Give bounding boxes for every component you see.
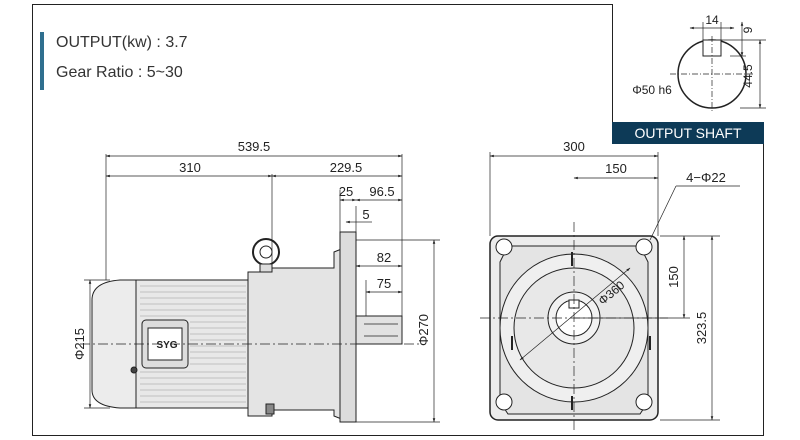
brand-logo: SYG: [156, 340, 177, 351]
mount-hole-tl: [495, 238, 513, 256]
reducer-flange: [339, 231, 357, 423]
spec-gear-ratio: Gear Ratio : 5~30: [56, 64, 183, 81]
shaft-height: 44.5: [741, 64, 755, 88]
dim-center-height: 323.5: [694, 312, 709, 345]
shaft-diameter: Φ50 h6: [632, 83, 672, 97]
front-view: [480, 152, 740, 430]
dim-overall-length: 539.5: [238, 139, 271, 154]
spec-accent-bar: [40, 32, 44, 90]
dim-offset: 5: [362, 207, 369, 222]
dim-front-vert-half: 150: [666, 266, 681, 288]
dim-shaft-length: 82: [377, 250, 391, 265]
motor-fins: [140, 285, 246, 403]
mount-hole-br: [635, 393, 653, 411]
dim-front-half-width: 150: [605, 161, 627, 176]
output-shaft-side: [355, 315, 403, 345]
dim-reducer-length: 229.5: [330, 160, 363, 175]
dim-key-length: 75: [377, 276, 391, 291]
dim-flange-diameter: Φ270: [416, 314, 431, 346]
mount-hole-tr: [635, 238, 653, 256]
output-shaft-title: OUTPUT SHAFT: [612, 122, 764, 144]
dim-shaft-ext: 96.5: [369, 184, 394, 199]
drain-plug: [130, 366, 138, 374]
shaft-key-width: 14: [705, 13, 719, 27]
dim-flange: 25: [339, 184, 353, 199]
spec-output: OUTPUT(kw) : 3.7: [56, 34, 188, 51]
dim-motor-diameter: Φ215: [72, 328, 87, 360]
shaft-key-depth: 9: [741, 26, 755, 33]
dim-front-width: 300: [563, 139, 585, 154]
shaft-detail: [670, 21, 766, 112]
drawing-frame: [32, 4, 764, 436]
dim-mount-holes: 4−Φ22: [686, 170, 726, 185]
dim-motor-length: 310: [179, 160, 201, 175]
side-view: [80, 154, 440, 423]
mount-hole-bl: [495, 393, 513, 411]
